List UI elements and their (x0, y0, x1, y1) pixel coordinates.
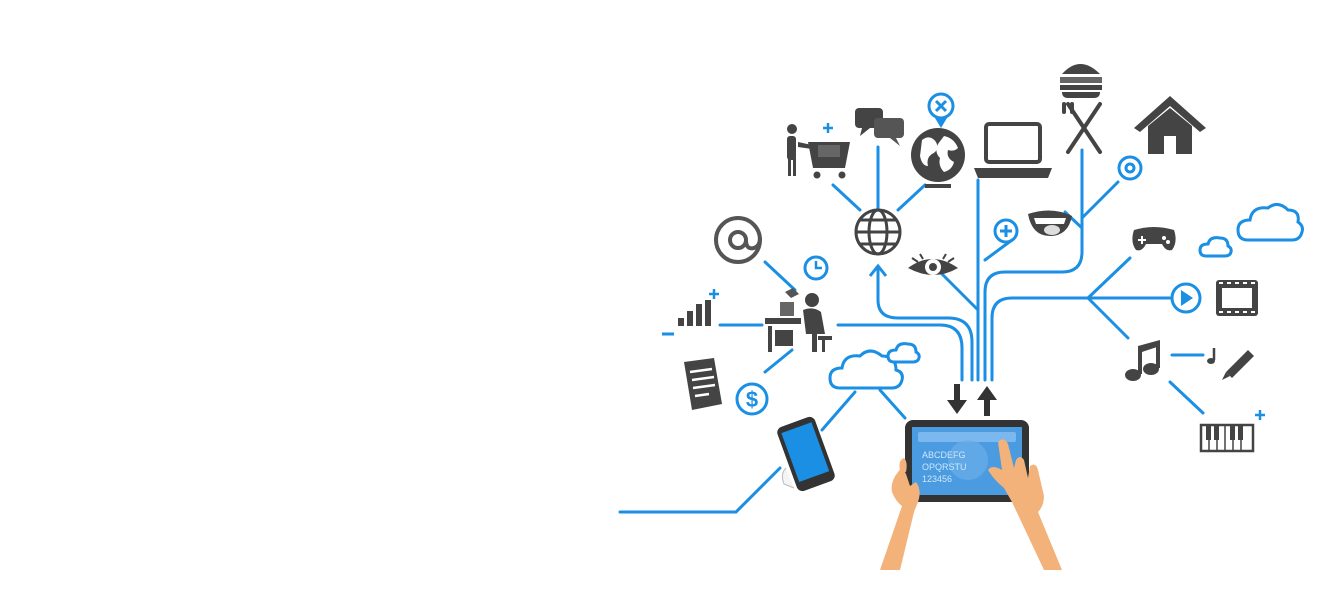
tablet-screen-line-2: OPQRSTU (922, 462, 967, 472)
arrow-down-icon (947, 384, 967, 414)
document-icon (684, 358, 722, 410)
pencil-icon (1207, 348, 1254, 380)
chat-bubbles-icon (855, 108, 904, 146)
globe-icon (911, 128, 965, 188)
play-circle-icon (1170, 282, 1202, 314)
left-hand (880, 458, 920, 570)
music-note-icon (1125, 340, 1160, 381)
smartphone-icon (777, 416, 835, 492)
office-worker-icon (765, 288, 832, 352)
gamepad-icon (1132, 227, 1176, 251)
target-icon (1117, 155, 1143, 181)
at-sign-icon (714, 216, 762, 264)
tablet-screen-line-3: 123456 (922, 474, 952, 484)
dollar-icon: $ (735, 382, 769, 416)
svg-text:$: $ (746, 387, 758, 412)
arrow-up-small-icon (868, 263, 888, 277)
www-globe-icon (854, 208, 902, 256)
shopping-cart-person-icon (787, 123, 850, 179)
map-pin-close-icon (927, 92, 955, 128)
plus-circle-icon (993, 218, 1019, 244)
piano-keys-icon (1199, 410, 1265, 453)
cloud-icon (1198, 203, 1304, 258)
tablet-screen-line-1: ABCDEFG (922, 450, 966, 460)
fork-knife-icon (1062, 102, 1102, 154)
eye-icon (908, 253, 958, 275)
signal-bars-icon (662, 289, 719, 336)
film-strip-icon (1216, 280, 1258, 316)
connection-lines (618, 145, 1205, 514)
cloud-icon (828, 342, 921, 390)
burger-icon (1060, 64, 1102, 98)
mouth-icon (1028, 210, 1072, 236)
laptop-icon (974, 122, 1052, 178)
right-hand (988, 439, 1062, 570)
house-icon (1134, 96, 1206, 154)
clock-icon (803, 255, 829, 281)
arrow-up-icon (977, 386, 997, 416)
